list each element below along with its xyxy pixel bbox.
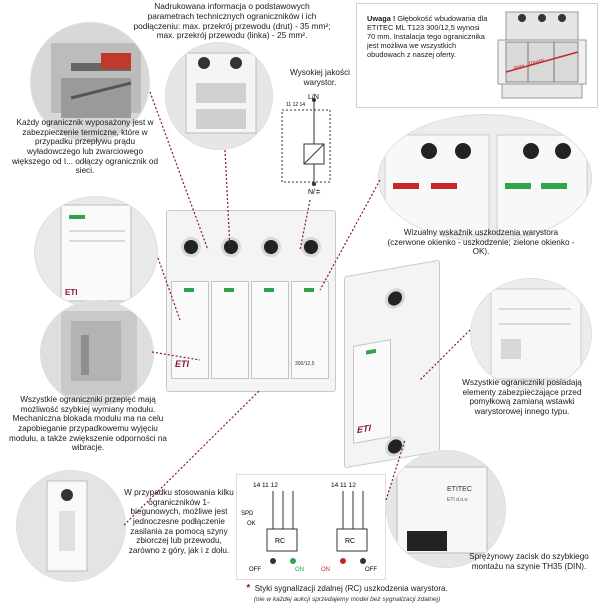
din-brand: ETITEC (447, 486, 472, 493)
rc-right-rc: RC (345, 538, 355, 545)
svg-text:ETI: ETI (65, 288, 77, 297)
connector-module (157, 257, 181, 321)
module-lock-image (41, 301, 153, 405)
quick-replace-note: Wszystkie ograniczniki przepięć mają moż… (9, 395, 167, 453)
connector-single (123, 389, 261, 526)
warning-body: Głębokość wbudowania dla ETITEC ML T123 … (367, 14, 488, 60)
warning-box: Uwaga ! Głębokość wbudowania dla ETITEC … (356, 3, 598, 108)
rc-right-pins: 14 11 12 (331, 482, 356, 489)
varistor-note: Wysokiej jakości warystor. (290, 68, 350, 87)
indicator-detail-image (379, 115, 591, 241)
schematic-top-label: L/N (308, 94, 319, 101)
rc-ok-label: OK (247, 521, 256, 527)
depth-diagram: max. 70mm (497, 11, 587, 99)
single-pole-detail-circle (16, 470, 126, 582)
single-pole-detail-image (17, 471, 125, 581)
top-note: Nadrukowana informacja o podstawowych pa… (133, 1, 331, 41)
single-pole-note: W przypadku stosowania kilku ogranicznik… (124, 488, 234, 556)
status-window-2 (224, 288, 234, 292)
rc-right-on: ON (321, 567, 330, 573)
thermal-detail-circle (30, 22, 150, 142)
module-1[interactable] (171, 281, 209, 379)
rc-left-off: OFF (249, 567, 261, 573)
protection-detail-circle (470, 278, 592, 390)
schematic-contacts: 11 12 14 (286, 102, 305, 108)
terminal-2 (221, 237, 241, 257)
rc-footer-title: Styki sygnalizacji zdalnej (RC) uszkodze… (254, 584, 448, 593)
main-model-label: 300/12,5 (295, 361, 315, 367)
status-window-1 (184, 288, 194, 292)
rc-diagram: 14 11 12 SPD OK RC OFF ON 14 11 12 RC ON… (236, 474, 386, 580)
module-lock-circle (40, 300, 154, 406)
din-detail-image: ETITEC ETI d.o.o. (387, 451, 505, 567)
warning-title: Uwaga ! (367, 14, 396, 23)
rc-right-off: OFF (365, 567, 377, 573)
varistor-detail-circle (165, 42, 273, 150)
connector-lock (151, 351, 201, 361)
varistor-detail-image (166, 43, 272, 149)
rc-left-on: ON (295, 567, 304, 573)
rc-left-pins: 14 11 12 (253, 482, 278, 489)
connector-schematic (299, 199, 311, 251)
connector-thermal (149, 91, 209, 251)
connector-indicator (319, 179, 381, 291)
terminal-1 (181, 237, 201, 257)
rc-footer-star: * (246, 583, 251, 594)
status-window-3 (264, 288, 274, 292)
module-detail-image: ETI (35, 197, 157, 307)
module-4[interactable] (291, 281, 329, 379)
thermal-detail-image (31, 23, 149, 141)
main-brand-logo: ETI (175, 359, 190, 369)
rc-spd-label: SPD (241, 511, 254, 517)
module-2[interactable] (211, 281, 249, 379)
din-sub: ETI d.o.o. (447, 497, 469, 503)
connector-protection (419, 329, 471, 381)
indicator-detail-circle (378, 114, 592, 242)
main-surge-arrester: ETI 300/12,5 (166, 210, 336, 392)
warning-text: Uwaga ! Głębokość wbudowania dla ETITEC … (367, 14, 489, 59)
din-note: Sprężynowy zacisk do szybkiego montażu n… (469, 552, 589, 571)
protection-detail-image (471, 279, 591, 389)
protection-note: Wszystkie ograniczniki posiadają element… (462, 378, 582, 417)
module-3[interactable] (251, 281, 289, 379)
circuit-schematic: L/N 11 12 14 N/≑ (281, 94, 331, 196)
din-detail-circle: ETITEC ETI d.o.o. (386, 450, 506, 568)
indicator-note: Wizualny wskaźnik uszkodzenia warystora … (387, 228, 575, 257)
thermal-note: Każdy ogranicznik wyposażony jest w zabe… (11, 118, 159, 176)
terminal-3 (261, 237, 281, 257)
connector-din (385, 439, 406, 501)
status-window-4 (304, 288, 314, 292)
rc-left-rc: RC (275, 538, 285, 545)
connector-varistor (224, 149, 231, 251)
module-detail-circle: ETI (34, 196, 158, 308)
schematic-bottom-label: N/≑ (308, 189, 321, 196)
terminal-4 (301, 237, 321, 257)
